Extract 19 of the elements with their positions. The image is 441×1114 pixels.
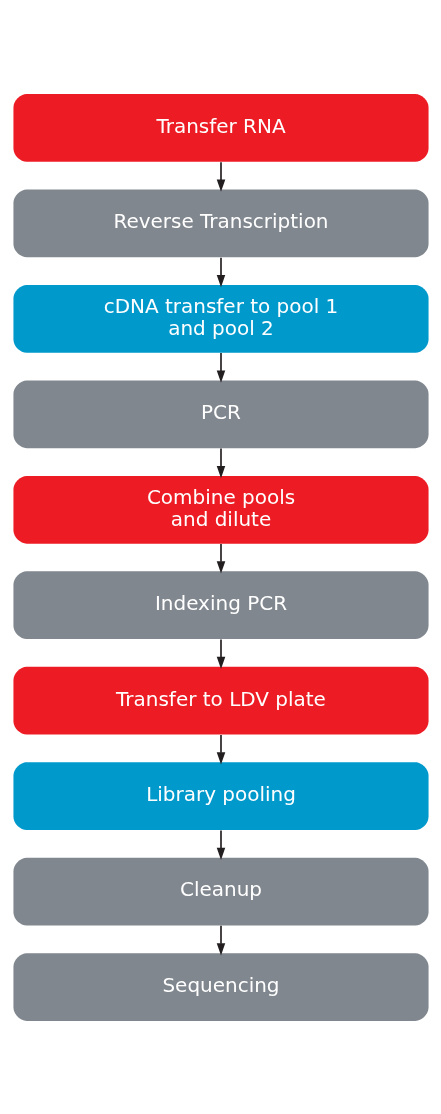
node-box: Sequencing [12, 952, 429, 1021]
node-box: Transfer RNA [12, 93, 429, 162]
arrow [216, 256, 225, 287]
arrow [216, 351, 225, 383]
arrow [216, 829, 225, 860]
arrow [216, 924, 225, 955]
node-box: Library pooling [12, 761, 429, 830]
node-box: PCR [12, 379, 429, 448]
node-box: Combine pools and dilute [12, 475, 429, 544]
node-box: Indexing PCR [12, 570, 429, 639]
node-box: Reverse Transcription [12, 189, 429, 257]
arrow [216, 160, 225, 192]
arrow [216, 733, 225, 764]
node-box: Transfer to LDV plate [12, 666, 429, 735]
node-box: cDNA transfer to pool 1 and pool 2 [12, 284, 429, 353]
node-box: Cleanup [12, 857, 429, 925]
arrow [216, 638, 225, 669]
arrow [216, 447, 225, 478]
arrow [216, 542, 225, 574]
